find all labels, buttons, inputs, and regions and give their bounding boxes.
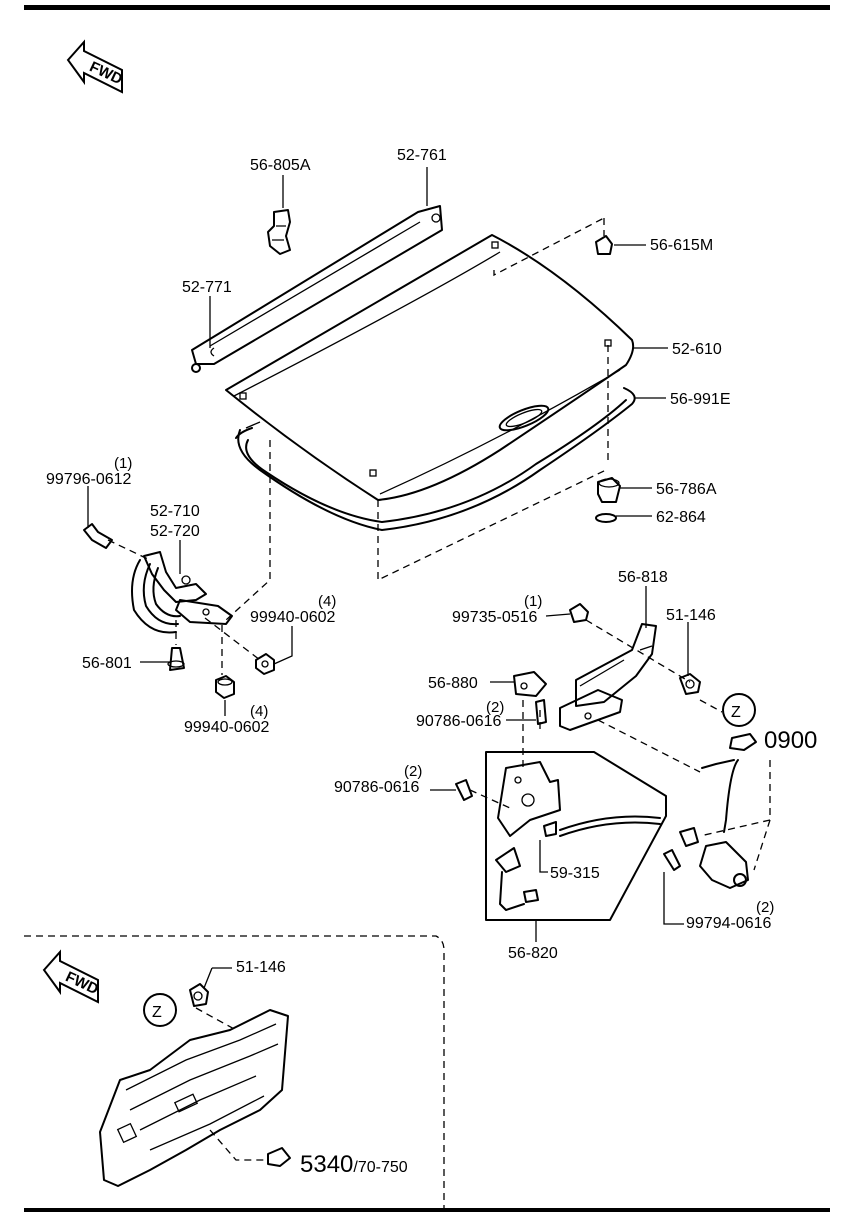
label-99796-0612: 99796-0612 [46,471,132,488]
inset-frame [24,935,445,1208]
clip-part [267,209,291,255]
zone-letter-inset: Z [152,1004,162,1021]
hinge-plate [513,671,547,725]
rubber-stopper-part [167,647,185,671]
qty-90786-b: (2) [404,763,422,780]
label-90786-0616-b: 90786-0616 [334,779,420,796]
clip-bolt-part [679,673,701,695]
label-52-771: 52-771 [182,279,232,296]
hood-hinge [131,551,233,634]
qty-99794: (2) [756,899,774,916]
label-56-991E: 56-991E [670,391,731,408]
label-0900: 0900 [764,727,817,754]
label-52-720: 52-720 [150,523,200,540]
latch-bracket [559,623,657,731]
bump-rubber-part [595,235,613,255]
latch-assembly [485,751,667,921]
label-51-146: 51-146 [666,607,716,624]
label-56-786A: 56-786A [656,481,717,498]
label-59-315: 59-315 [550,865,600,882]
label-99940-0602-b: 99940-0602 [184,719,270,736]
label-56-880: 56-880 [428,675,478,692]
leader-lines [87,167,689,989]
qty-90786-a: (2) [486,699,504,716]
hood-seal [235,387,636,531]
top-border [24,5,830,10]
label-56-615M: 56-615M [650,237,713,254]
hood-panel [225,234,635,501]
label-99940-0602-a: 99940-0602 [250,609,336,626]
zone-marker: Z [722,693,756,727]
nut-part [215,653,275,699]
release-lever [663,827,749,889]
label-56-801: 56-801 [82,655,132,672]
bolt-part [83,523,113,549]
hood-stay-rod [191,205,443,373]
stopper-part [595,477,621,523]
label-52-761: 52-761 [397,147,447,164]
qty-99796: (1) [114,455,132,472]
label-56-820: 56-820 [508,945,558,962]
label-51-146-inset: 51-146 [236,959,286,976]
bottom-border [24,1208,830,1212]
bolt-part-2 [455,779,473,801]
zone-marker-inset: Z [143,993,177,1027]
fwd-arrow-icon-inset: FWD [42,949,101,1004]
fwd-arrow-icon: FWD [66,39,125,94]
label-52-710: 52-710 [150,503,200,520]
label-5340: 5340/70-750 [300,1151,408,1178]
qty-99940-b: (4) [250,703,268,720]
screw-part [569,603,589,623]
label-52-610: 52-610 [672,341,722,358]
qty-99735: (1) [524,593,542,610]
release-cable [699,733,771,871]
label-5340-sub: /70-750 [353,1159,407,1176]
label-90786-0616-a: 90786-0616 [416,713,502,730]
dash-panel-inset [99,983,291,1187]
label-99794-0616: 99794-0616 [686,915,772,932]
zone-letter: Z [731,704,741,721]
label-62-864: 62-864 [656,509,706,526]
qty-99940-a: (4) [318,593,336,610]
label-56-805A: 56-805A [250,157,311,174]
label-99735-0516: 99735-0516 [452,609,538,626]
label-5340-main: 5340 [300,1151,353,1178]
label-56-818: 56-818 [618,569,668,586]
